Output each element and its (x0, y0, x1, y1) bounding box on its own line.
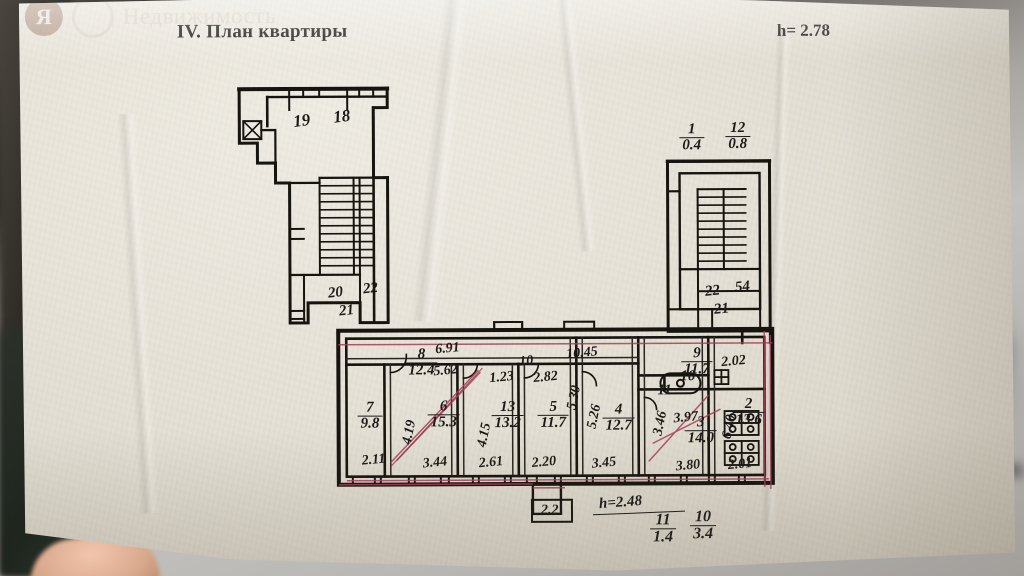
upper-left-stair-block (239, 89, 388, 324)
room-label-19: 19 (292, 109, 312, 131)
dim-1-23: 1.23 (488, 368, 515, 387)
room-label-22: 22 (362, 279, 379, 298)
room-number-10: 10 (677, 369, 698, 384)
dim-3-97: 3.97 (672, 409, 699, 427)
door-swings (390, 353, 656, 410)
room-fraction-6-number: 6 (427, 399, 459, 415)
room-fraction-1-area: 0.4 (682, 137, 702, 154)
room-fraction-8-number: 8 (405, 347, 437, 363)
room-label-20: 20 (327, 284, 344, 302)
floor-plan-drawing (7, 0, 1020, 576)
wc-fixture (714, 370, 728, 384)
dim-10-top: 10 (518, 353, 534, 370)
red-annotation-lines (338, 331, 773, 491)
room-fraction-9-number: 9 (681, 346, 713, 362)
room-fraction-7-number: 7 (358, 401, 383, 417)
entry-vestibule (533, 484, 561, 514)
room-fraction-4-number: 4 (603, 402, 635, 418)
room-number-11-number: 11 (657, 382, 672, 399)
dim-10-45: 10.45 (565, 344, 599, 363)
room-fraction-2-number: 2 (732, 397, 764, 413)
room-label-21: 21 (338, 301, 355, 320)
kitchen-fixture (725, 411, 759, 465)
dim-2-82: 2.82 (532, 368, 559, 386)
dim-2-02: 2.02 (720, 352, 747, 371)
dim-5-62: 5.62 (432, 362, 459, 380)
room-number-11: 11 (654, 383, 674, 398)
room-label-24: 54 (734, 278, 751, 296)
paper-shadow-right (837, 0, 1020, 576)
room-label-21-right: 21 (713, 300, 730, 318)
room-fraction-13-number: 13 (492, 400, 524, 416)
room-label-18: 18 (332, 105, 352, 127)
dim-6-91: 6.91 (434, 340, 461, 358)
room-number-10-number: 10 (680, 368, 696, 385)
room-fraction-1-number: 1 (679, 122, 704, 138)
bathtub-fixture (660, 373, 700, 393)
room-fraction-12-area: 0.8 (728, 136, 748, 153)
room-label-23: 22 (704, 282, 721, 300)
paper-sheet: Я Недвижимость IV. План квартиры h= 2.78 (7, 0, 1020, 576)
room-fraction-12-number: 12 (725, 121, 750, 137)
